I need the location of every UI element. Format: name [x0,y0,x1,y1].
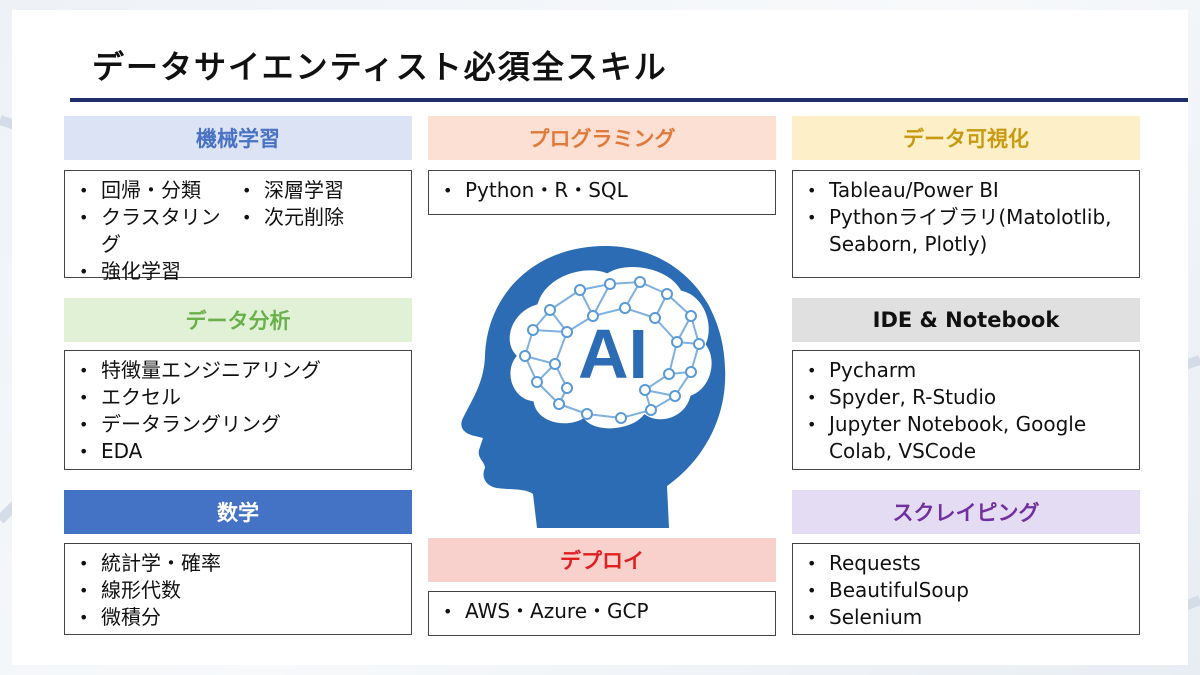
scraping-box: RequestsBeautifulSoupSelenium [792,543,1140,635]
list-item: Requests [803,550,1129,577]
network-node [574,284,586,296]
list-item: Python・R・SQL [439,177,765,204]
analysis-list: 特徴量エンジニアリングエクセルデータラングリングEDA [75,357,401,465]
network-node [634,276,646,288]
network-node [549,358,561,370]
ml-header: 機械学習 [64,116,412,160]
network-node [553,398,565,410]
ai-head-icon: AI [461,246,726,528]
list-item: Tableau/Power BI [803,177,1129,204]
list-item: BeautifulSoup [803,577,1129,604]
network-node [544,304,556,316]
network-node [669,390,681,402]
ml-box: 回帰・分類クラスタリング強化学習 深層学習次元削除 [64,170,412,285]
list-item: 特徴量エンジニアリング [75,357,401,384]
scraping-list: RequestsBeautifulSoupSelenium [803,550,1129,631]
list-item: Pycharm [803,357,1129,384]
list-item: 回帰・分類 [75,177,238,204]
network-node [685,310,697,322]
deploy-box: AWS・Azure・GCP [428,591,776,636]
analysis-header: データ分析 [64,298,412,342]
ai-label: AI [578,315,648,393]
list-item: データラングリング [75,411,401,438]
page-title: データサイエンティスト必須全スキル [92,48,668,86]
network-node [561,326,573,338]
ml-list-left: 回帰・分類クラスタリング強化学習 [75,177,238,285]
network-node [615,412,627,424]
list-item: Jupyter Notebook, Google Colab, VSCode [803,411,1129,465]
brain-outline [503,261,718,435]
analysis-box: 特徴量エンジニアリングエクセルデータラングリングEDA [64,350,412,470]
network-node [587,310,599,322]
viz-list: Tableau/Power BIPythonライブラリ(Matolotlib, … [803,177,1129,258]
programming-box: Python・R・SQL [428,170,776,215]
ide-box: PycharmSpyder, R-StudioJupyter Notebook,… [792,350,1140,470]
math-box: 統計学・確率線形代数微積分 [64,543,412,635]
deploy-list: AWS・Azure・GCP [439,598,765,625]
title-underline [70,98,1188,102]
list-item: EDA [75,438,401,465]
network-node [645,404,657,416]
network-node [519,350,531,362]
network-node [661,288,673,300]
list-item: 線形代数 [75,577,401,604]
network-link [592,283,611,317]
ide-list: PycharmSpyder, R-StudioJupyter Notebook,… [803,357,1129,465]
list-item: 深層学習 [238,177,401,204]
programming-list: Python・R・SQL [439,177,765,204]
network-node [604,278,616,290]
list-item: Pythonライブラリ(Matolotlib, Seaborn, Plotly) [803,204,1129,258]
network-node [671,336,683,348]
network-node [619,302,631,314]
network-node [561,382,573,394]
programming-header: プログラミング [428,116,776,160]
list-item: エクセル [75,384,401,411]
network-node [581,408,593,420]
network-link [549,289,581,311]
network-node [663,368,675,380]
network-node [685,366,697,378]
viz-header: データ可視化 [792,116,1140,160]
list-item: 微積分 [75,604,401,631]
list-item: AWS・Azure・GCP [439,598,765,625]
deploy-header: デプロイ [428,538,776,582]
network-node [649,312,661,324]
network-node [639,384,651,396]
network-node [531,376,543,388]
list-item: 統計学・確率 [75,550,401,577]
math-header: 数学 [64,490,412,534]
list-item: Selenium [803,604,1129,631]
network-node [527,324,539,336]
list-item: Spyder, R-Studio [803,384,1129,411]
list-item: 次元削除 [238,204,401,231]
neural-network [519,276,705,424]
list-item: 強化学習 [75,258,238,285]
math-list: 統計学・確率線形代数微積分 [75,550,401,631]
list-item: クラスタリング [75,204,238,258]
viz-box: Tableau/Power BIPythonライブラリ(Matolotlib, … [792,170,1140,278]
scraping-header: スクレイピング [792,490,1140,534]
network-node [693,338,705,350]
ml-list-right: 深層学習次元削除 [238,177,401,285]
ide-header: IDE & Notebook [792,298,1140,342]
